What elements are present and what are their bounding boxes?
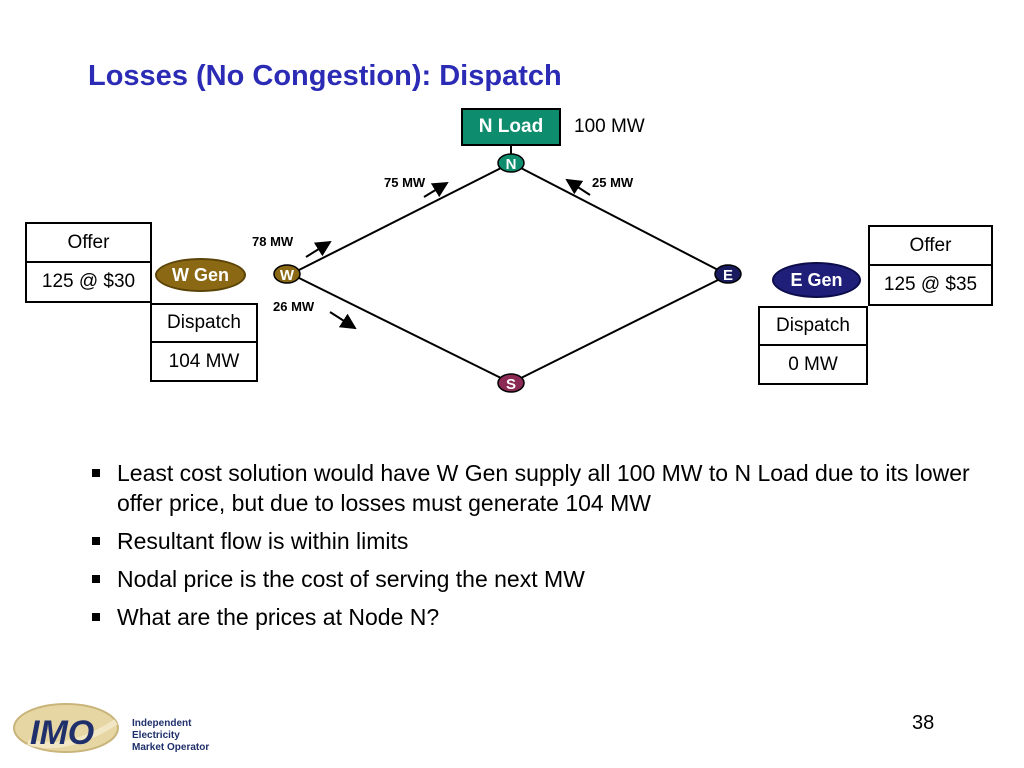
bullet-list: Least cost solution would have W Gen sup… [90, 458, 970, 640]
edge-s-e [516, 277, 723, 381]
arrow-26 [329, 311, 357, 330]
e-offer-header: Offer [868, 225, 993, 266]
e-offer-value: 125 @ $35 [868, 264, 993, 306]
page-title: Losses (No Congestion): Dispatch [88, 60, 562, 92]
page-number: 38 [912, 712, 935, 734]
logo-line2: Electricity [132, 730, 180, 741]
node-n-label: N [506, 156, 517, 173]
e-dispatch-value: 0 MW [758, 344, 868, 385]
w-dispatch-value: 104 MW [150, 341, 258, 382]
node-e-label: E [723, 267, 733, 284]
w-offer-header: Offer [25, 222, 152, 263]
n-load-value: 100 MW [574, 116, 645, 137]
bullet-item: What are the prices at Node N? [90, 602, 970, 632]
node-n [497, 153, 525, 173]
edge-n-e [516, 165, 723, 273]
edge-w-s [294, 275, 506, 381]
logo-line3: Market Operator [132, 742, 209, 753]
node-s [497, 373, 525, 393]
w-gen-oval: W Gen [155, 258, 246, 292]
flow-label-26: 26 MW [273, 299, 315, 314]
arrow-78 [305, 240, 332, 258]
imo-logo: IMO Independent Electricity Market Opera… [13, 703, 209, 753]
logo-mark: IMO [30, 714, 94, 752]
n-load-box: N Load [461, 108, 561, 146]
node-w-label: W [280, 267, 295, 284]
flow-label-78: 78 MW [252, 234, 294, 249]
node-w [273, 264, 301, 284]
w-offer-value: 125 @ $30 [25, 261, 152, 303]
arrow-25 [565, 178, 591, 196]
arrow-75 [423, 181, 449, 198]
logo-line1: Independent [132, 718, 192, 729]
e-gen-oval: E Gen [772, 262, 861, 298]
w-dispatch-header: Dispatch [150, 303, 258, 343]
node-s-label: S [506, 376, 516, 393]
bullet-item: Nodal price is the cost of serving the n… [90, 564, 970, 594]
node-e [714, 264, 742, 284]
flow-label-25: 25 MW [592, 175, 634, 190]
flow-label-75: 75 MW [384, 175, 426, 190]
e-dispatch-header: Dispatch [758, 306, 868, 346]
bullet-item: Resultant flow is within limits [90, 526, 970, 556]
bullet-item: Least cost solution would have W Gen sup… [90, 458, 970, 518]
